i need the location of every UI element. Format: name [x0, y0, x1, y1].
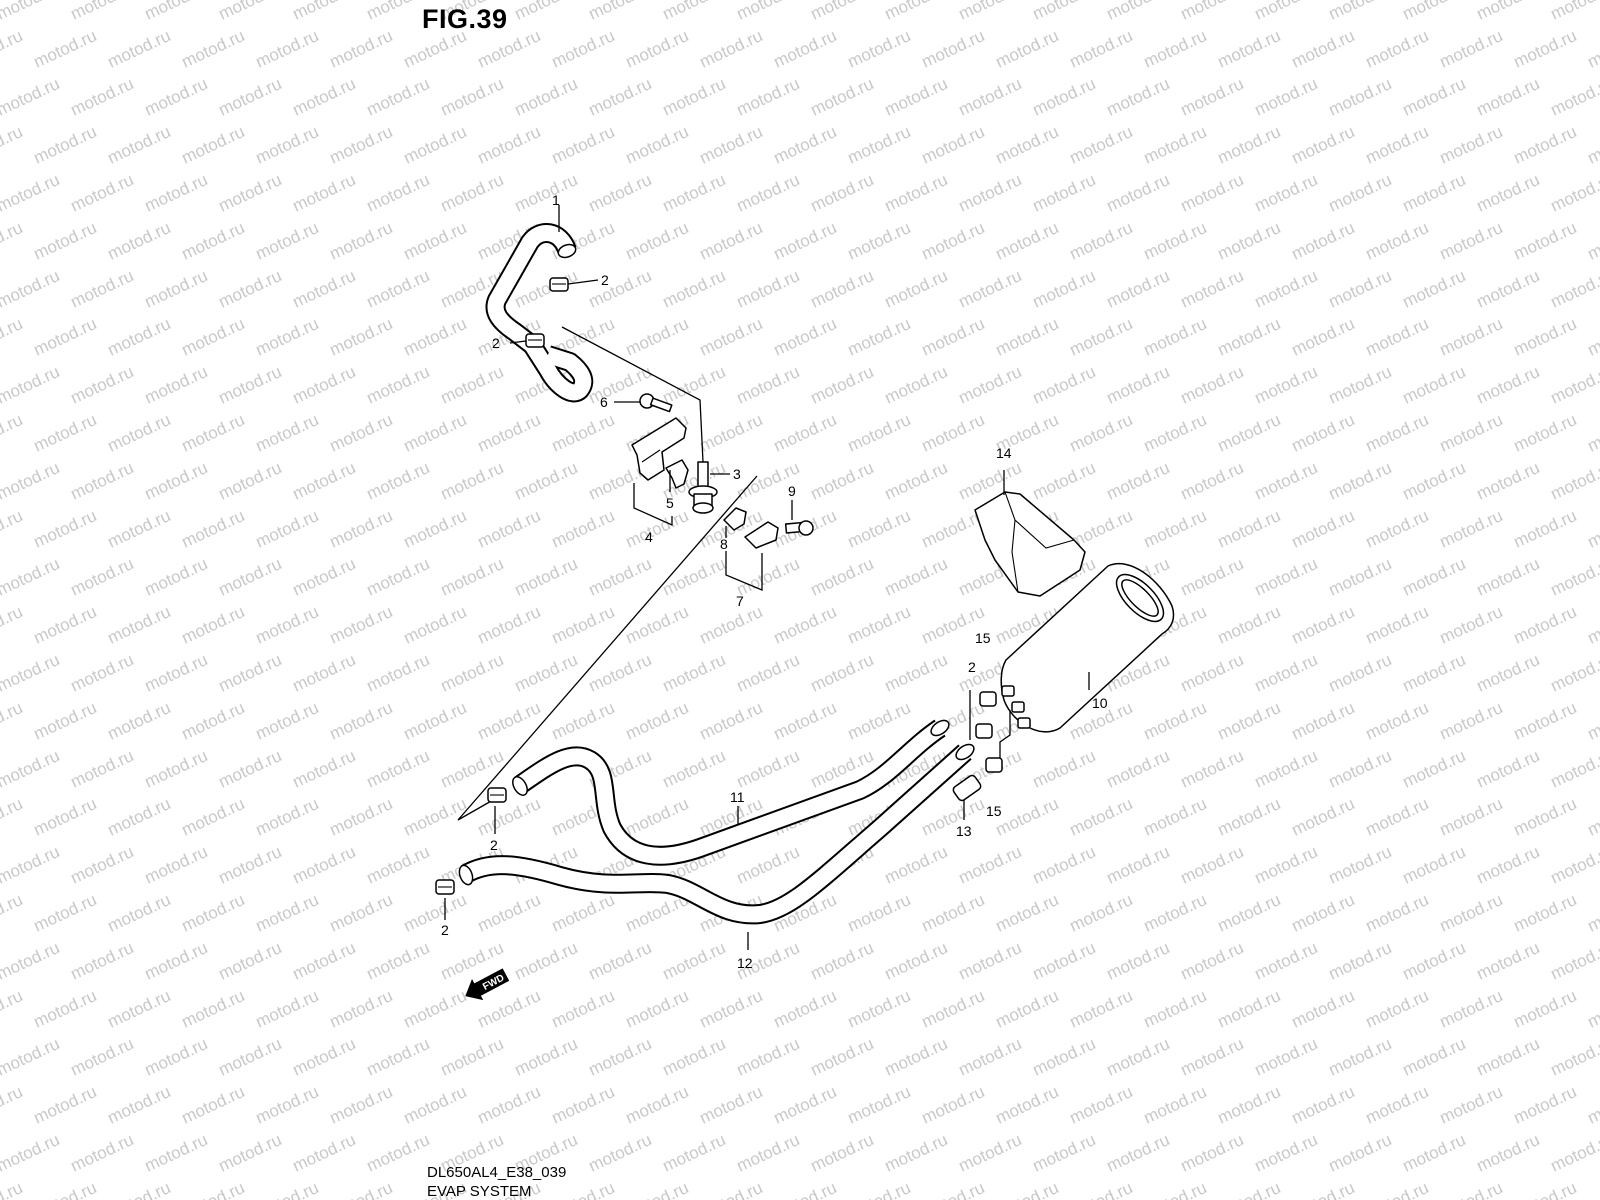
callout-2-upper-right: 2	[601, 272, 609, 288]
leader-hose-to-valve	[561, 326, 704, 463]
valve-part-3[interactable]	[688, 461, 718, 514]
clip-part-5[interactable]	[665, 459, 689, 489]
leader-long-diagonal	[457, 475, 758, 821]
callout-4: 4	[645, 529, 653, 545]
figure-title: FIG.39	[422, 4, 508, 34]
callout-14: 14	[996, 445, 1012, 461]
callout-8: 8	[720, 536, 728, 552]
clamp-part-7[interactable]	[744, 521, 779, 549]
hose-clamp-canister-b[interactable]	[975, 723, 993, 739]
callout-11: 11	[730, 789, 745, 805]
callout-2-lower-left: 2	[441, 922, 449, 938]
callout-leaders	[444, 205, 1090, 950]
callout-2-lower-mid: 2	[490, 837, 498, 853]
fwd-arrow-icon	[465, 968, 510, 1001]
figure-caption: EVAP SYSTEM	[427, 1183, 532, 1200]
hose-part-11[interactable]	[510, 717, 952, 866]
callout-9: 9	[788, 483, 796, 499]
canister-part-10[interactable]	[1000, 563, 1175, 733]
bracket-part-4[interactable]	[631, 417, 687, 481]
callout-6: 6	[600, 394, 608, 410]
hose-clamp-lower-a[interactable]	[487, 787, 507, 803]
group-bracket-4	[633, 483, 673, 527]
callout-labels: 1 2 2 2 2 2 3 4 5 6 7 8 9 10 11 12 13 14…	[441, 192, 1108, 971]
callout-7: 7	[736, 593, 744, 609]
bolt-part-6[interactable]	[639, 393, 673, 413]
hose-part-12[interactable]	[457, 741, 977, 925]
callout-1: 1	[552, 192, 560, 208]
callout-5: 5	[666, 495, 674, 511]
hose-clamp-canister-c[interactable]	[985, 757, 1003, 773]
callout-2-upper-left: 2	[492, 335, 500, 351]
clamp-part-8[interactable]	[723, 507, 747, 531]
hose-clamp-upper-b[interactable]	[525, 333, 545, 348]
callout-15-lower: 15	[986, 803, 1002, 819]
fwd-arrow-badge: FWD	[465, 968, 510, 1001]
hose-clamp-canister-a[interactable]	[979, 691, 997, 707]
hose-clamp-lower-b[interactable]	[435, 879, 455, 895]
hose-clamp-upper-a[interactable]	[549, 277, 569, 292]
callout-10: 10	[1092, 695, 1108, 711]
callout-15-upper: 15	[975, 630, 991, 646]
joint-part-13[interactable]	[952, 774, 982, 802]
hose-part-1[interactable]	[485, 223, 594, 403]
figure-code: DL650AL4_E38_039	[427, 1164, 567, 1181]
fwd-label: FWD	[481, 973, 506, 993]
callout-3: 3	[733, 466, 741, 482]
group-bracket-7	[725, 551, 763, 591]
canister-cover-part-14[interactable]	[974, 491, 1086, 597]
callout-2-canister: 2	[968, 659, 976, 675]
callout-13: 13	[956, 823, 972, 839]
bolt-part-9[interactable]	[784, 520, 814, 536]
leader-canister-group	[969, 690, 1011, 758]
callout-12: 12	[737, 955, 753, 971]
